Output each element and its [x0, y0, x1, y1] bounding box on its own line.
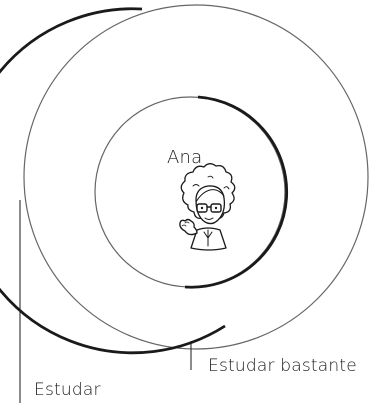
girl-illustration: [179, 163, 236, 251]
person-name-label: Ana: [167, 147, 203, 168]
outer-circle-emphasis-arc: [0, 7, 226, 355]
inner-circle-label: Estudar bastante: [208, 356, 357, 376]
outer-circle: [23, 4, 369, 350]
outer-circle-label: Estudar: [34, 380, 101, 400]
inner-circle-emphasis-arc: [184, 95, 289, 289]
